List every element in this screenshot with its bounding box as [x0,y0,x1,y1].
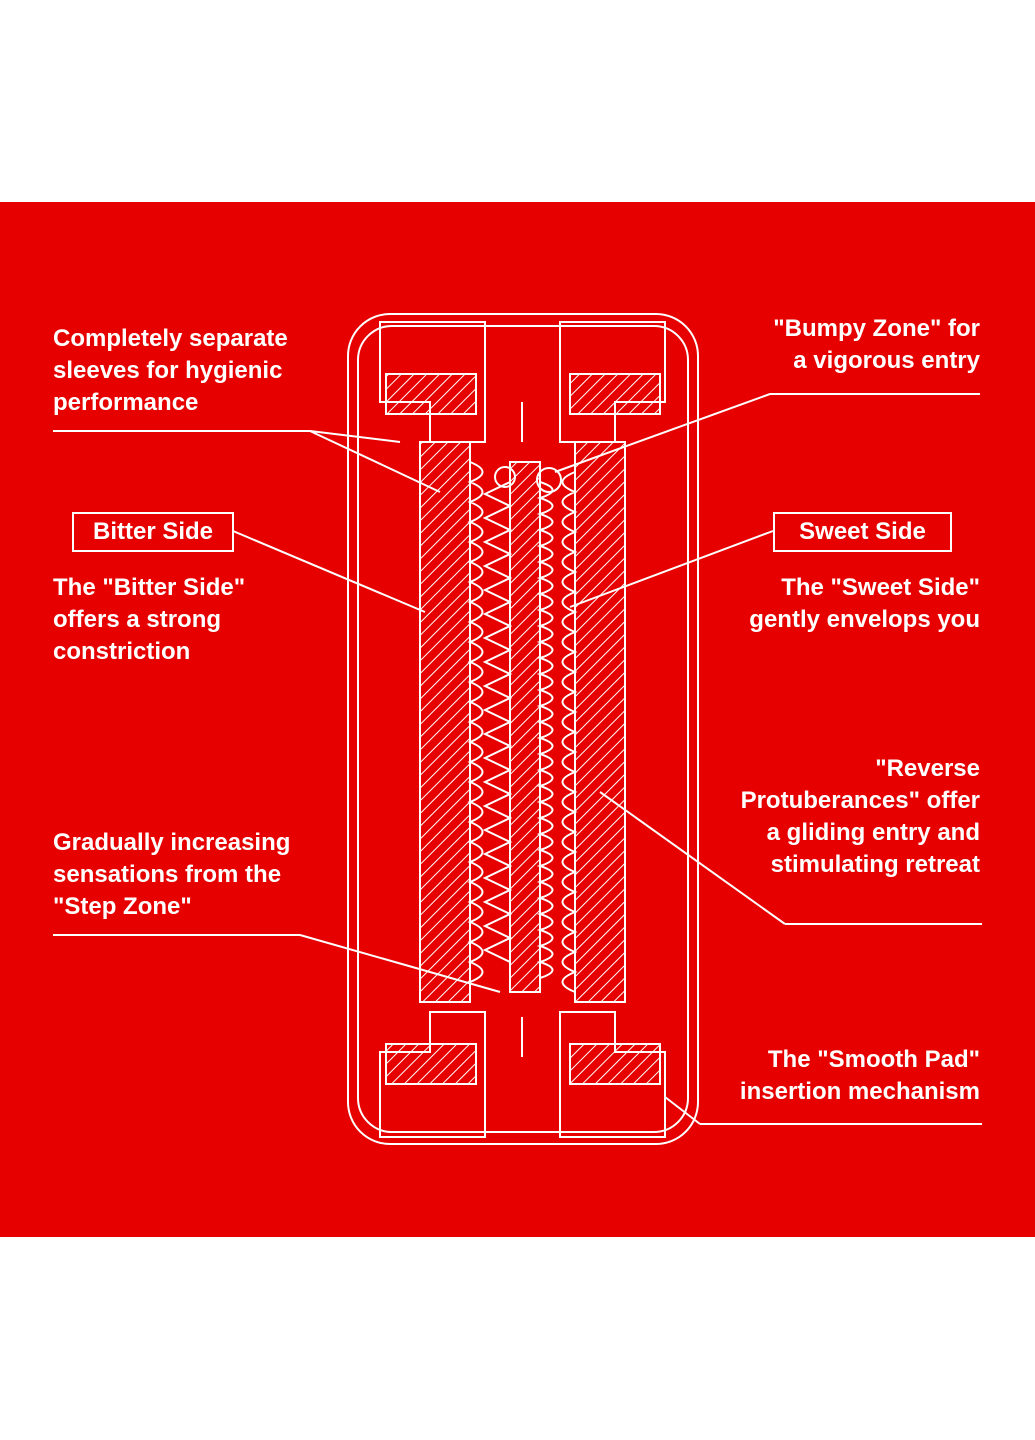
sweet-ridges [536,481,554,979]
bitter-side-box: Bitter Side [72,512,234,552]
completely-separate-label: Completely separate sleeves for hygienic… [53,325,288,416]
smooth-pad-top-left [385,373,477,415]
sweet-side-box: Sweet Side [773,512,952,552]
smooth-pad-bottom-right [569,1043,661,1085]
bumpy-zone-label: "Bumpy Zone" for a vigorous entry [773,315,980,374]
bumpy-ball-2 [494,466,516,488]
smooth-pad-label: The "Smooth Pad" insertion mechanism [739,1046,980,1105]
bumpy-ball-1 [536,467,562,493]
cross-section-diagram [53,313,982,1145]
reverse-protuberances-label: "Reverse Protuberances" offer a gliding … [740,755,980,878]
inner-casing [357,325,689,1133]
bitter-ridges [467,461,484,983]
smooth-pad-bottom-left [385,1043,477,1085]
outer-casing [347,313,699,1145]
bitter-side-description: The "Bitter Side" offers a strong constr… [53,574,246,665]
sweet-sleeve-wall [574,441,626,1003]
sweet-outer-ridges [561,471,578,993]
center-divider [509,461,541,993]
smooth-pad-top-right [569,373,661,415]
sweet-side-description: The "Sweet Side" gently envelops you [749,574,980,633]
bitter-sleeve-wall [419,441,471,1003]
step-zone-label: Gradually increasing sensations from the… [53,829,291,920]
diagram-panel: Completely separate sleeves for hygienic… [0,202,1035,1237]
bitter-step-ridges [482,481,513,963]
leader-lines [53,393,982,1125]
